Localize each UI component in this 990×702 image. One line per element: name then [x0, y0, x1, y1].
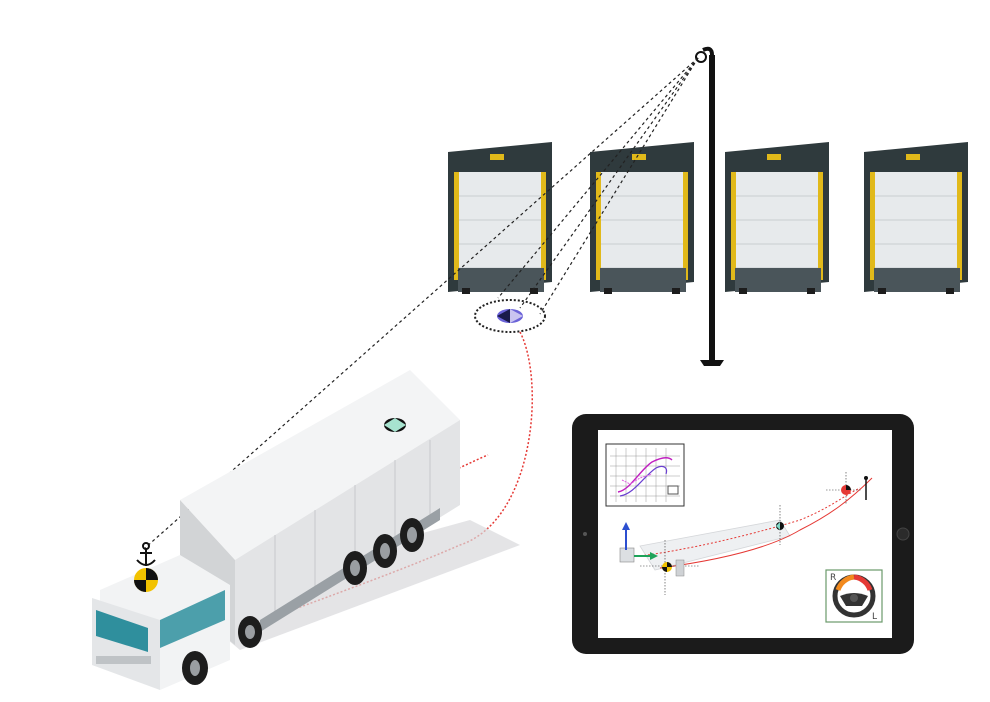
tablet: R L: [572, 414, 914, 654]
dock-door: [448, 142, 552, 294]
dock-door: [864, 142, 968, 294]
dock-door: [590, 142, 694, 294]
dock-target-marker: [474, 299, 546, 333]
dock-doors: [448, 142, 968, 294]
trailer-wheels: [343, 518, 424, 585]
steering-right-letter: L: [872, 612, 877, 622]
tablet-trailer-marker-icon: [776, 522, 784, 530]
dock-door: [725, 142, 829, 294]
lamp-pole: [695, 46, 724, 366]
mini-plot: [605, 443, 685, 507]
truck-cab: [92, 555, 262, 690]
tablet-dock-marker-icon: [841, 476, 868, 500]
tablet-home-button[interactable]: [896, 527, 910, 541]
steering-left-letter: R: [830, 573, 836, 583]
tablet-start-marker-icon: [619, 522, 658, 563]
truck: [92, 370, 520, 690]
tablet-truck-marker-icon: [662, 559, 685, 577]
lamp-icon: [695, 51, 707, 63]
steering-wheel-widget: R L: [825, 569, 883, 623]
trailer-target-marker-icon: [384, 418, 406, 432]
anchor-icon: [136, 542, 156, 566]
tablet-camera: [583, 532, 587, 536]
sight-lines: [144, 57, 699, 549]
cab-target-marker-icon: [134, 568, 158, 592]
tablet-trajectory: [619, 472, 873, 595]
